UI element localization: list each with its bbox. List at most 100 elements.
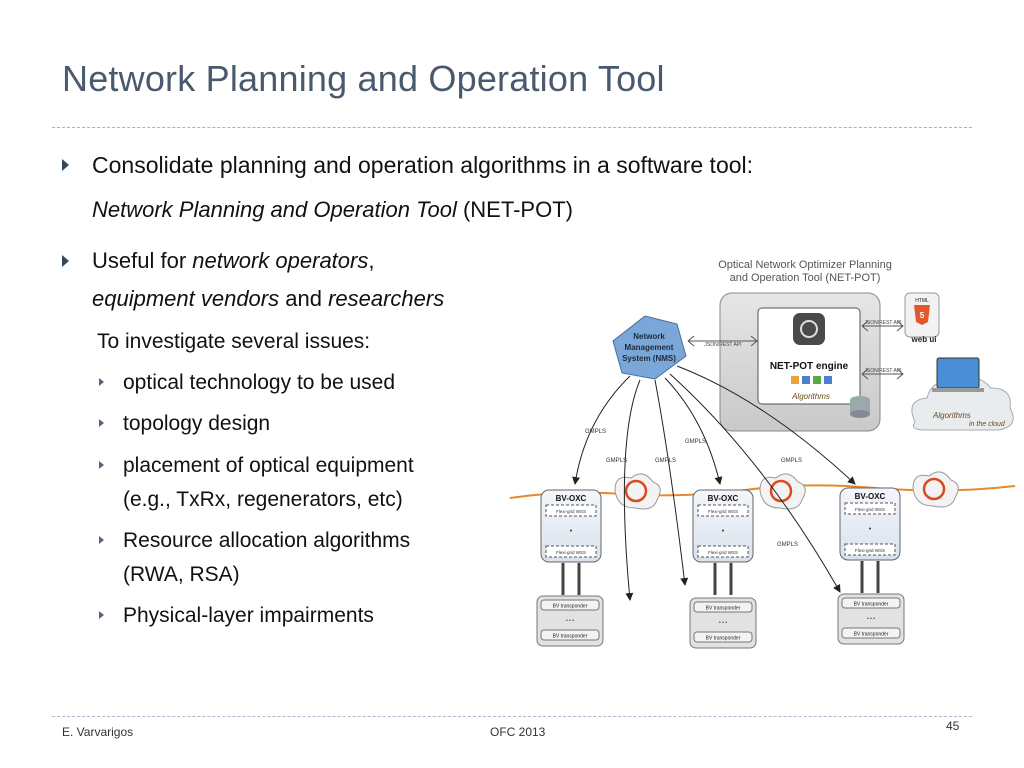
transponder-label: BV transponder	[553, 634, 588, 640]
transponder-label: BV transponder	[854, 602, 889, 608]
oxc-label: BV-OXC	[708, 494, 739, 503]
netpot-engine-box	[757, 307, 861, 405]
wss-label: Flexi-grid WSS	[708, 550, 738, 555]
html5-label: HTML	[915, 298, 929, 304]
gmpls-arrows	[572, 365, 856, 601]
bullet-text: Useful for	[92, 248, 193, 273]
netpot-architecture-diagram: Optical Network Optimizer Planning and O…	[509, 259, 1016, 649]
tool-name: Network Planning and Operation Tool	[92, 197, 457, 222]
transponder-label: BV transponder	[553, 604, 588, 610]
database-icon	[850, 400, 870, 414]
algorithm-tile-icon	[813, 376, 821, 384]
sub-bullet-resource-allocation-line2: (RWA, RSA)	[123, 561, 240, 589]
transponder-label: BV transponder	[854, 632, 889, 638]
transponder-dots: • • •	[566, 618, 574, 624]
nms-label: Network	[633, 332, 665, 341]
tool-acronym: (NET-POT)	[456, 197, 573, 222]
bv-oxc-node: BV-OXC Flexi-grid WSS • Flexi-grid WSS	[540, 489, 602, 563]
wss-label: Flexi-grid WSS	[855, 548, 885, 553]
gmpls-label: GMPLS	[585, 429, 606, 435]
algorithm-tile-icon	[802, 376, 810, 384]
svg-text:•: •	[722, 528, 725, 535]
bv-transponder-stack: BV transponder • • • BV transponder	[689, 597, 757, 649]
page-title: Network Planning and Operation Tool	[62, 58, 665, 99]
transponder-label: BV transponder	[706, 606, 741, 612]
sub-bullet-placement-line2: (e.g., TxRx, regenerators, etc)	[123, 486, 403, 514]
transponder-dots: • • •	[867, 616, 875, 622]
gmpls-label: GMPLS	[655, 458, 676, 464]
bullet-useful-for-line2: equipment vendors and researchers	[92, 284, 444, 314]
gear-inner-icon	[800, 320, 818, 338]
bv-transponder-stack: BV transponder • • • BV transponder	[536, 595, 604, 647]
gmpls-label: GMPLS	[777, 542, 798, 548]
gmpls-label: GMPLS	[685, 439, 706, 445]
nms-label: System (NMS)	[622, 354, 676, 363]
engine-gear-icon	[793, 313, 825, 345]
html5-icon	[914, 305, 930, 325]
sub-bullet-resource-allocation: Resource allocation algorithms	[99, 527, 410, 555]
api-arrow	[861, 320, 904, 332]
api-label: JSON/REST API	[864, 368, 901, 374]
bullet-text: Consolidate planning and operation algor…	[92, 152, 754, 178]
bv-oxc-node: BV-OXC Flexi-grid WSS • Flexi-grid WSS	[839, 487, 901, 561]
svg-text:•: •	[869, 526, 872, 533]
footer-divider	[52, 716, 972, 717]
bullet-useful-for: Useful for network operators,	[62, 246, 375, 276]
algorithm-tile-icon	[791, 376, 799, 384]
footer-conference: OFC 2013	[490, 725, 546, 739]
sub-bullet-text: topology design	[123, 412, 271, 435]
sub-bullet-text: Physical-layer impairments	[123, 604, 374, 627]
sub-bullet-text: optical technology to be used	[123, 371, 396, 394]
diagram-caption: Optical Network Optimizer Planning	[718, 259, 892, 271]
sub-bullet-impairments: Physical-layer impairments	[99, 602, 374, 630]
sub-bullet-text: (e.g., TxRx, regenerators, etc)	[123, 488, 403, 511]
diagram-caption-2: and Operation Tool (NET-POT)	[730, 272, 881, 284]
audience-operators: network operators	[192, 248, 369, 273]
svg-text:•: •	[570, 528, 573, 535]
bullet-text: ,	[368, 248, 375, 273]
algorithm-tile-icon	[824, 376, 832, 384]
bullet-consolidate-line2: Network Planning and Operation Tool (NET…	[92, 195, 573, 225]
api-arrow	[861, 368, 904, 380]
sub-bullet-arrow-icon	[99, 461, 104, 469]
audience-vendors: equipment vendors	[92, 286, 280, 311]
bullet-arrow-icon	[62, 255, 69, 267]
sub-bullet-arrow-icon	[99, 536, 104, 544]
wss-label: Flexi-grid WSS	[556, 509, 586, 514]
laptop-icon	[936, 357, 980, 389]
sub-bullet-topology: topology design	[99, 410, 271, 438]
sub-bullet-text: (RWA, RSA)	[123, 563, 240, 586]
transponder-dots: • • •	[719, 620, 727, 626]
optical-ring-icon	[912, 471, 959, 508]
bullet-text: and	[279, 286, 329, 311]
audience-researchers: researchers	[328, 286, 445, 311]
cloud-algorithms-label: Algorithms	[932, 411, 971, 420]
sub-bullet-placement: placement of optical equipment	[99, 452, 414, 480]
gmpls-label: GMPLS	[606, 458, 627, 464]
transponder-label: BV transponder	[706, 636, 741, 642]
wss-label: Flexi-grid WSS	[556, 550, 586, 555]
bullet-consolidate: Consolidate planning and operation algor…	[62, 150, 754, 180]
sub-bullet-arrow-icon	[99, 378, 104, 386]
investigate-label: To investigate several issues:	[97, 330, 371, 353]
laptop-base-icon	[932, 388, 984, 392]
gmpls-label: GMPLS	[781, 458, 802, 464]
database-icon	[850, 410, 870, 418]
api-label: JSON/REST API	[864, 320, 901, 326]
engine-label: NET-POT engine	[770, 361, 849, 372]
cloud-label: in the cloud	[969, 421, 1006, 428]
slide-number: 45	[946, 719, 960, 733]
optical-ring-icon	[614, 473, 661, 510]
web-ui-label: web ui	[911, 335, 937, 344]
algorithms-label: Algorithms	[791, 392, 830, 401]
oxc-label: BV-OXC	[556, 494, 587, 503]
nms-node	[612, 315, 687, 380]
api-label: JSON/REST API	[704, 342, 741, 348]
api-arrow	[687, 335, 759, 347]
oxc-label: BV-OXC	[855, 492, 886, 501]
nms-label: Management	[625, 343, 674, 352]
sub-bullet-arrow-icon	[99, 611, 104, 619]
sub-bullet-arrow-icon	[99, 419, 104, 427]
footer-author: E. Varvarigos	[62, 725, 134, 739]
sub-bullet-text: placement of optical equipment	[123, 454, 414, 477]
